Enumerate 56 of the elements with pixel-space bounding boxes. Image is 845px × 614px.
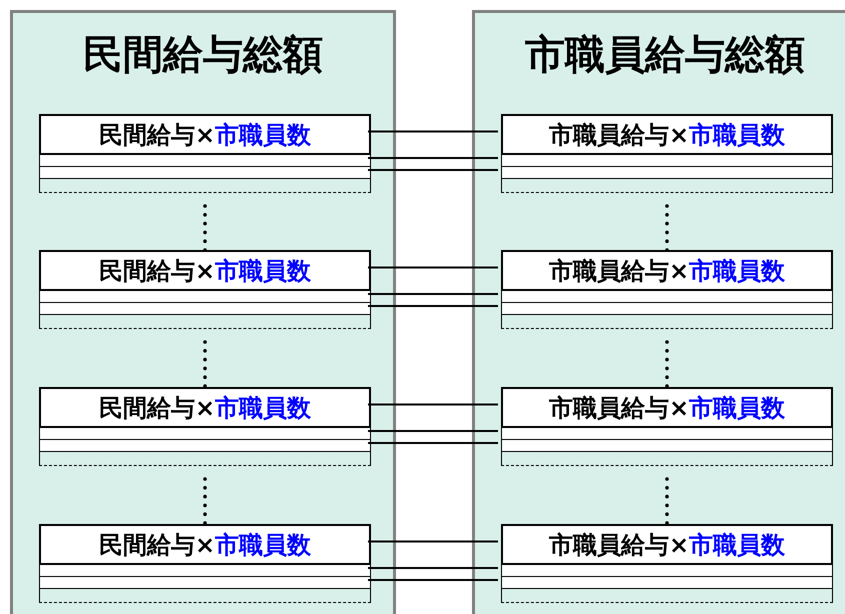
row-label: 市職員数 xyxy=(689,256,786,284)
row-label: 市職員数 xyxy=(215,120,312,148)
connector-line xyxy=(368,442,498,444)
row-label: 市職員数 xyxy=(689,120,786,148)
row-label: 市職員給与× xyxy=(548,120,690,148)
row-label: 市職員数 xyxy=(689,530,786,558)
row-label: 市職員給与× xyxy=(548,530,690,558)
connector-line xyxy=(368,579,498,581)
connector-line xyxy=(368,157,498,159)
table-row xyxy=(39,428,371,440)
table-row xyxy=(39,303,371,315)
table-row xyxy=(39,167,371,179)
connector-line xyxy=(368,404,498,406)
row-label: 市職員給与× xyxy=(548,394,690,422)
table-row xyxy=(501,155,833,167)
table-row xyxy=(501,440,833,452)
table-row xyxy=(501,303,833,315)
row-label: 市職員数 xyxy=(689,394,786,422)
row-label: 市職員給与× xyxy=(548,256,690,284)
panel xyxy=(10,10,396,614)
header-row xyxy=(501,524,833,565)
panel-title: 民間給与総額 xyxy=(83,31,323,79)
header-row xyxy=(39,250,371,291)
row-label: 民間給与× xyxy=(98,394,216,422)
table-row xyxy=(39,565,371,577)
connector-line xyxy=(368,293,498,295)
row-label: 民間給与× xyxy=(98,530,216,558)
row-label: 市職員数 xyxy=(215,530,312,558)
connector-line xyxy=(368,305,498,307)
row-label: 市職員数 xyxy=(215,394,312,422)
table-row xyxy=(39,155,371,167)
table-row xyxy=(501,428,833,440)
row-label: 民間給与× xyxy=(98,120,216,148)
panel-title: 市職員給与総額 xyxy=(525,31,805,79)
table-row xyxy=(501,565,833,577)
header-row xyxy=(501,387,833,428)
table-row xyxy=(39,291,371,303)
header-row xyxy=(39,114,371,155)
row-label: 民間給与× xyxy=(98,256,216,284)
header-row xyxy=(501,114,833,155)
header-row xyxy=(39,524,371,565)
connector-line xyxy=(368,169,498,171)
connector-line xyxy=(368,540,498,542)
table-row xyxy=(501,577,833,589)
connector-line xyxy=(368,567,498,569)
row-label: 市職員数 xyxy=(215,256,312,284)
connector-line xyxy=(368,130,498,132)
table-row xyxy=(39,577,371,589)
header-row xyxy=(501,250,833,291)
table-row xyxy=(501,291,833,303)
table-row xyxy=(39,440,371,452)
panel xyxy=(472,10,845,614)
connector-line xyxy=(368,266,498,268)
connector-line xyxy=(368,430,498,432)
table-row xyxy=(501,167,833,179)
header-row xyxy=(39,387,371,428)
